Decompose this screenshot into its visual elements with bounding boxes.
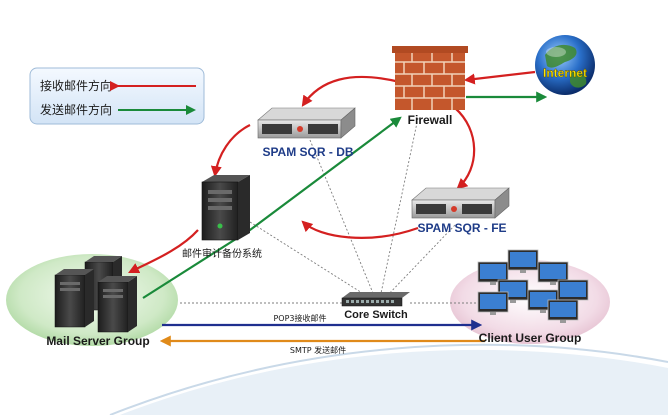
spam-fe-server-icon bbox=[411, 187, 510, 219]
client-monitor-screen bbox=[480, 264, 506, 279]
internet-globe-icon bbox=[535, 35, 595, 95]
client-monitor-stand bbox=[520, 270, 526, 273]
bg-curve-line bbox=[109, 343, 668, 415]
core-switch-label: Core Switch bbox=[344, 309, 408, 321]
client-monitor-screen bbox=[540, 264, 566, 279]
mail-server-group-label: Mail Server Group bbox=[46, 334, 149, 348]
client-monitors-icon bbox=[477, 249, 589, 323]
internet-label: Internet bbox=[543, 66, 587, 80]
spam-fe-label: SPAM SQR - FE bbox=[417, 221, 506, 235]
core-switch-icon bbox=[341, 292, 410, 307]
smtp-label: SMTP 发送邮件 bbox=[290, 345, 346, 355]
client-monitor-stand bbox=[490, 312, 496, 315]
receive-flow-arrows bbox=[128, 70, 536, 273]
audit-backup-server-icon bbox=[201, 175, 250, 241]
legend-send-label: 发送邮件方向 bbox=[40, 102, 112, 117]
spam-db-label: SPAM SQR - DB bbox=[262, 145, 353, 159]
bg-curve bbox=[120, 349, 668, 415]
client-monitor-screen bbox=[480, 294, 506, 309]
client-monitor-stand bbox=[540, 310, 546, 313]
client-monitor-stand bbox=[550, 282, 556, 285]
legend-receive-label: 接收邮件方向 bbox=[40, 78, 112, 93]
audit-backup-label: 邮件审计备份系统 bbox=[182, 247, 262, 260]
client-monitor-stand bbox=[560, 320, 566, 323]
client-monitor-screen bbox=[560, 282, 586, 297]
client-monitor-stand bbox=[510, 300, 516, 303]
client-monitor-screen bbox=[510, 252, 536, 267]
spam-db-server-icon bbox=[257, 107, 356, 139]
client-monitor-stand bbox=[490, 282, 496, 285]
mail-server-towers-icon bbox=[54, 256, 137, 333]
firewall-icon bbox=[392, 46, 468, 110]
pop3-label: POP3接收邮件 bbox=[273, 313, 326, 323]
client-user-group-label: Client User Group bbox=[479, 331, 582, 345]
legend: 接收邮件方向 发送邮件方向 bbox=[29, 67, 205, 125]
dotted-links bbox=[180, 117, 505, 304]
client-monitor-screen bbox=[550, 302, 576, 317]
firewall-label: Firewall bbox=[408, 113, 453, 127]
